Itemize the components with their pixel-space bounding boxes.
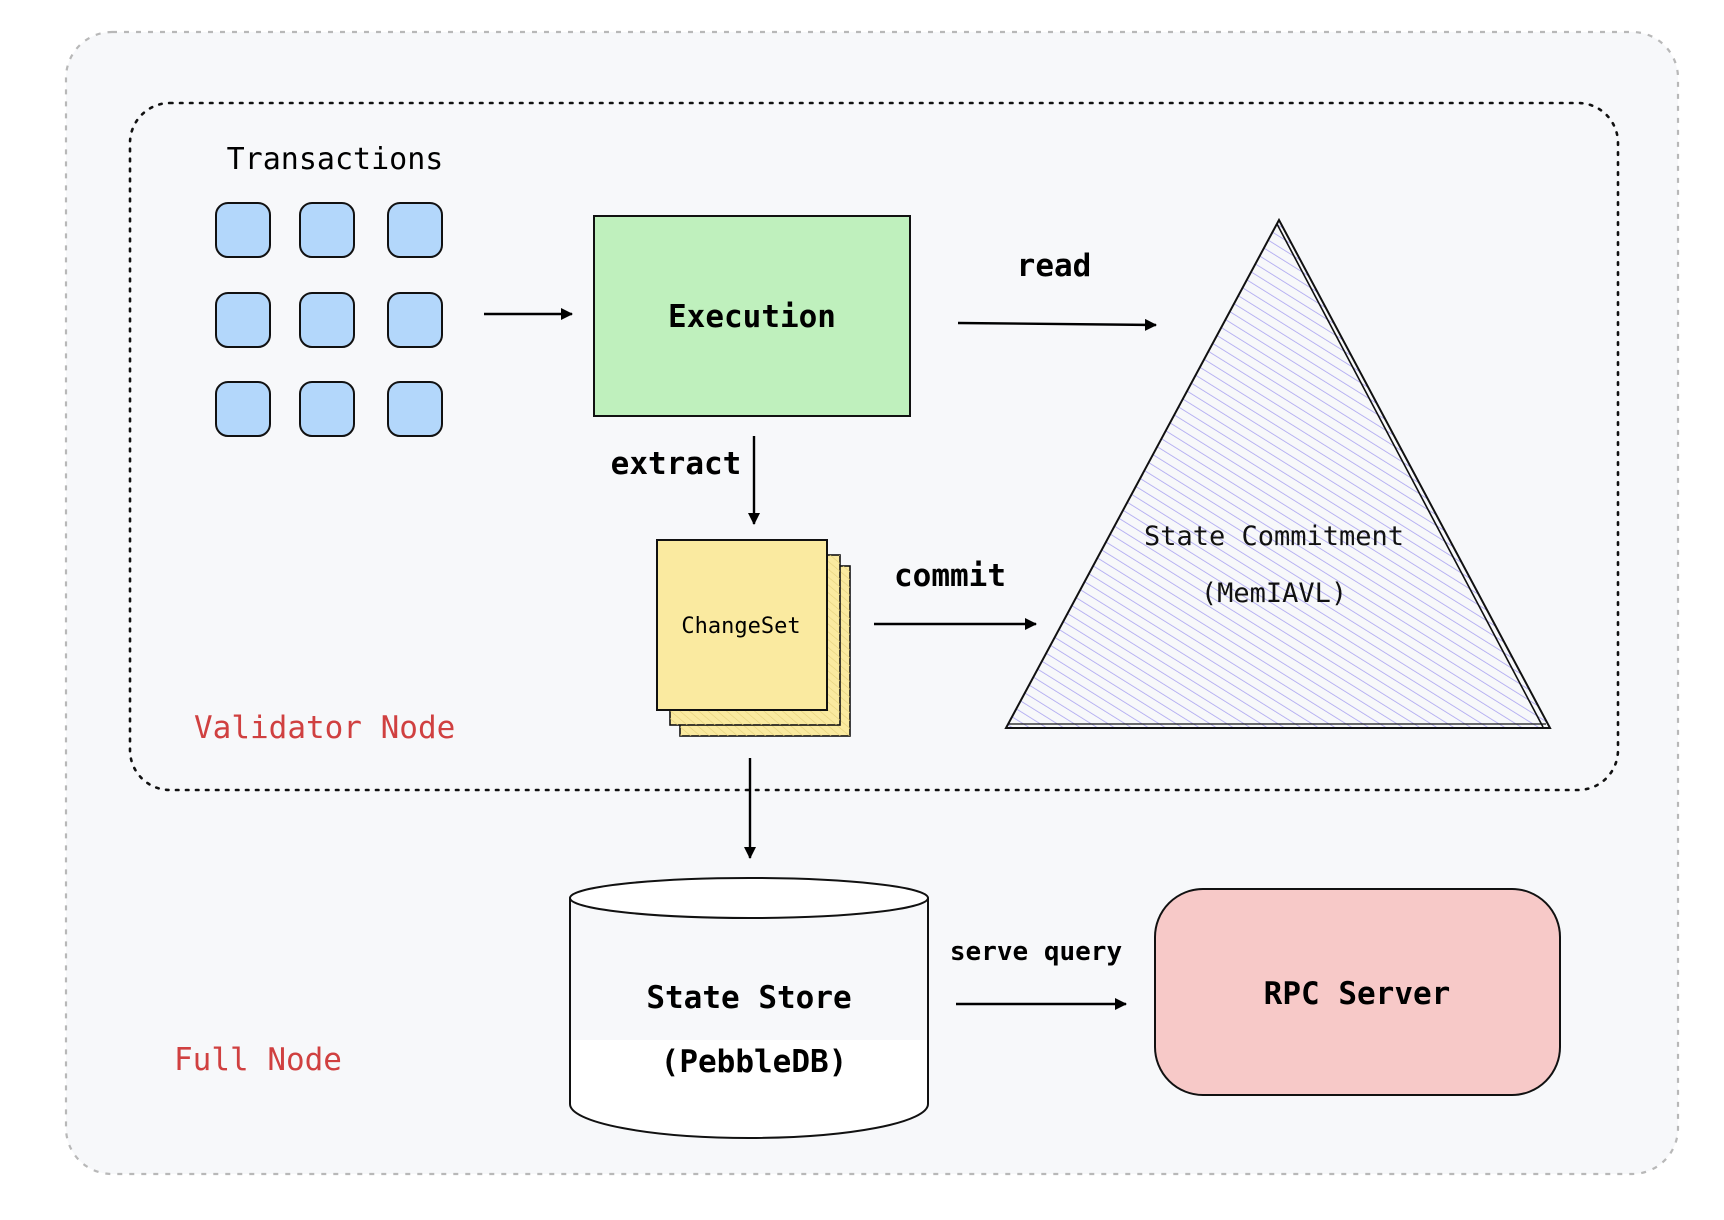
state-store-cylinder [569,877,929,1139]
transactions-label: Transactions [227,142,444,177]
changeset-label: ChangeSet [681,614,800,639]
full-node-label: Full Node [174,1042,342,1078]
transaction-square [299,292,355,348]
validator-node-label: Validator Node [194,710,455,746]
changeset-stack [656,539,851,737]
transactions-grid [215,202,443,437]
execution-label: Execution [668,299,836,335]
transaction-square [299,202,355,258]
arrow-read [957,318,1157,331]
extract-label: extract [611,446,742,482]
state-commitment-title: State Commitment [1144,521,1404,552]
state-store-subtitle: (PebbleDB) [661,1044,848,1080]
rpc-server-label: RPC Server [1264,976,1451,1012]
transaction-square [215,202,271,258]
changeset-box [656,539,828,711]
rpc-server-box [1154,888,1561,1096]
transaction-square [215,292,271,348]
execution-box [593,215,911,417]
read-label: read [1017,248,1092,284]
state-commitment-subtitle: (MemIAVL) [1201,578,1347,609]
serve-query-label: serve query [950,937,1122,967]
transaction-square [387,202,443,258]
transaction-square [299,381,355,437]
commit-label: commit [894,558,1006,594]
transaction-square [387,381,443,437]
transaction-square [215,381,271,437]
transaction-square [387,292,443,348]
state-store-title: State Store [646,980,851,1016]
